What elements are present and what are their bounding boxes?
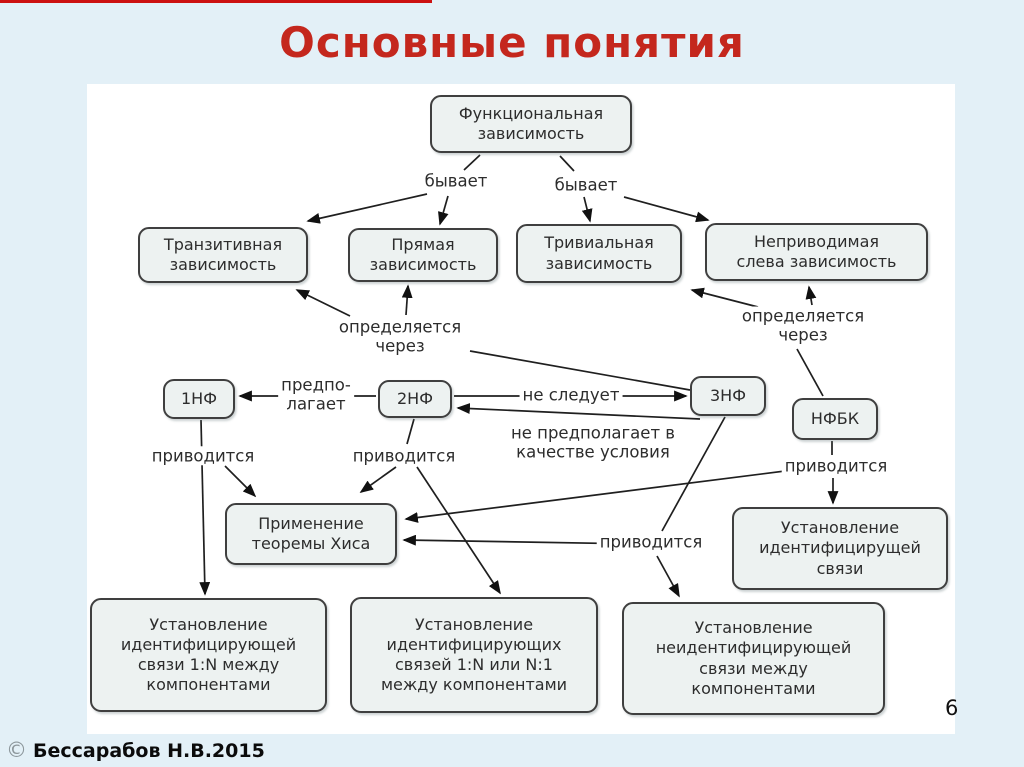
edge-label-byvaet-right: бывает [551,175,621,195]
edge-bcnf-to-opred-right [796,348,824,397]
page-number: 6 [945,696,959,720]
edge-nf3-ne-predpolagaet-nf2 [456,403,701,420]
edge-func-byvaet-left [463,154,481,171]
node-nf3: 3НФ [690,376,766,416]
node-left-irreducible-dependency: Неприводимая слева зависимость [705,223,928,281]
edge-label-privoditsya-bcnf: приводится [781,456,891,476]
page-title: Основные понятия [279,18,745,67]
edge-opred-right-to-left-irreducible [805,285,817,306]
edge-nf1-privoditsya-heath [224,465,257,498]
node-transitive-dependency: Транзитивная зависимость [138,227,308,283]
edge-label-ne-predpolagaet: не предполагает в качестве условия [507,423,679,463]
edge-nf2-privoditsya-heath [359,466,397,493]
node-functional-dependency: Функциональная зависимость [430,95,632,153]
edge-nf3-to-label [661,416,726,532]
node-heath-theorem: Применение теоремы Хиса [225,503,397,565]
node-nf1: 1НФ [163,379,235,419]
edge-opred-left-to-direct [401,284,413,316]
edge-label-opredelyaetsya-left: определяется через [335,317,465,357]
edge-byvaet-to-direct [438,195,449,226]
copyright-icon: © [6,738,27,762]
node-bcnf: НФБК [792,398,878,440]
edge-byvaet-to-trivial [581,196,593,223]
top-red-bar [0,0,432,3]
edge-label-privoditsya-1nf: приводится [148,446,258,466]
edge-byvaet-to-left-irreducible [623,196,710,223]
edge-label-ne-sleduet: не следует [519,385,623,405]
edge-nf3-to-bottom3 [656,555,680,598]
node-direct-dependency: Прямая зависимость [348,228,498,282]
node-identifying-link-1n: Установление идентифицирующей связи 1:N … [90,598,327,712]
node-identifying-link: Установление идентифицирущей связи [732,507,948,590]
edge-bcnf-privoditsya-heath [404,469,794,523]
edge-nf2-to-label [406,418,415,445]
node-nf2: 2НФ [378,380,452,418]
edge-label-opredelyaetsya-right: определяется через [738,306,868,346]
edge-label-predpolagaet: предпо- лагает [278,375,354,415]
edge-nf2-to-bottom2 [416,466,501,595]
edge-label-privoditsya-2nf: приводится [349,446,459,466]
edge-opred-left-to-transitive [295,289,351,317]
node-trivial-dependency: Тривиальная зависимость [516,224,682,283]
edge-opred-right-to-trivial [690,287,759,308]
edge-nf3-to-opred-left [469,350,691,391]
footer-author: Бессарабов Н.В.2015 [33,740,265,762]
edge-label-byvaet-left: бывает [421,171,491,191]
edge-label-privoditsya-3nf: приводится [596,532,706,552]
edge-byvaet-to-transitive [306,193,428,224]
footer-credit: © Бессарабов Н.В.2015 [6,738,265,762]
node-identifying-links-1n-n1: Установление идентифицирующих связей 1:N… [350,597,598,713]
edge-func-byvaet-right [559,155,575,172]
node-non-identifying-link: Установление неидентифицирующей связи ме… [622,602,885,715]
